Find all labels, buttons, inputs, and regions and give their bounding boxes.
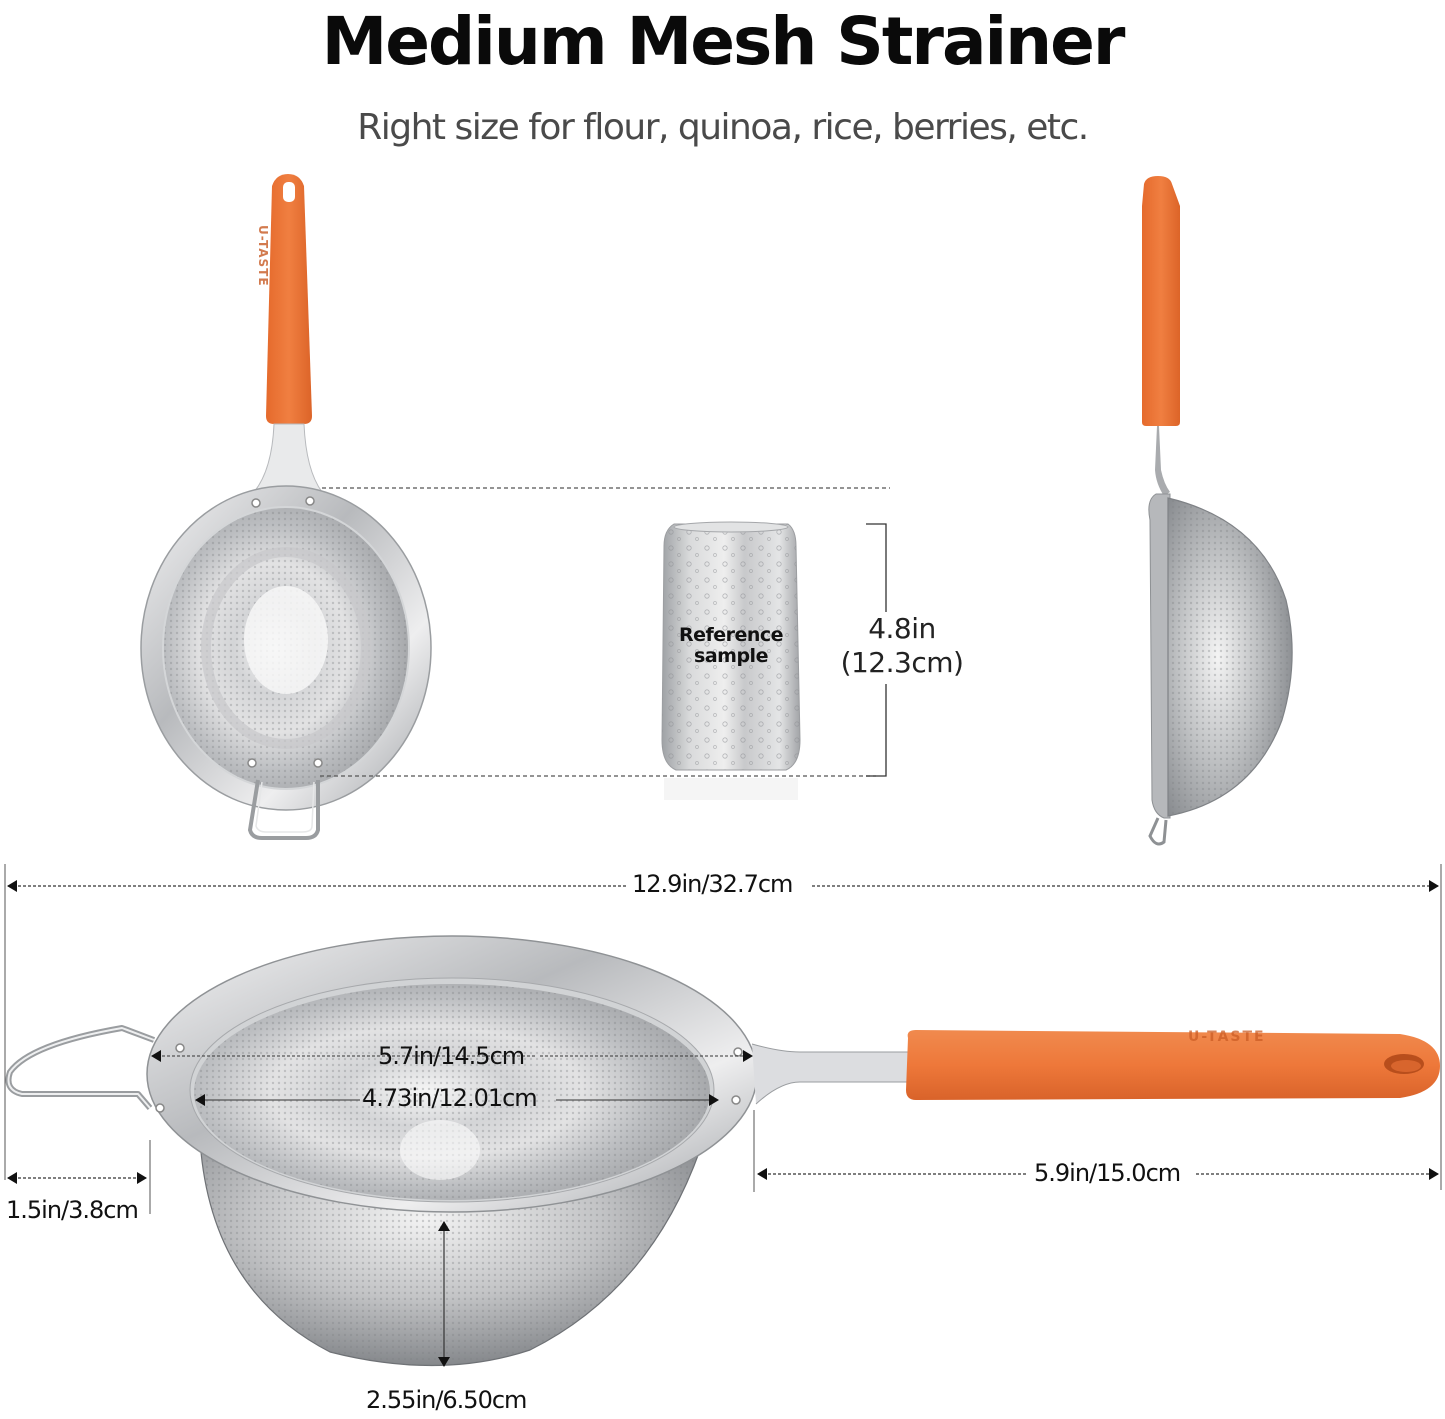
inner-diameter-label: 4.73in/12.01cm <box>362 1084 538 1112</box>
side-view-strainer <box>1142 176 1293 846</box>
brand-label-horizontal: U-TASTE <box>1188 1029 1266 1045</box>
hang-hole-icon <box>283 182 295 202</box>
ear-hook-length-label: 1.5in/3.8cm <box>6 1196 139 1224</box>
front-view-strainer <box>5 935 1440 1367</box>
overall-length-label: 12.9in/32.7cm <box>632 870 793 898</box>
bowl-depth-label: 2.55in/6.50cm <box>366 1386 527 1414</box>
page-subtitle: Right size for flour, quinoa, rice, berr… <box>357 107 1089 148</box>
reference-can-label: Reference sample <box>678 624 784 667</box>
page-title: Medium Mesh Strainer <box>321 3 1126 80</box>
top-view-handle <box>266 174 312 424</box>
height-bracket-top <box>866 523 887 612</box>
height-bracket-bottom <box>866 684 887 777</box>
front-view-handle <box>906 1030 1440 1100</box>
outer-diameter-label: 5.7in/14.5cm <box>378 1042 525 1070</box>
reference-can <box>661 521 801 800</box>
can-height-label: 4.8in (12.3cm) <box>840 612 964 679</box>
handle-length-label: 5.9in/15.0cm <box>1034 1159 1181 1187</box>
top-view-strainer <box>140 174 432 840</box>
brand-label-vertical: U-TASTE <box>256 225 270 287</box>
